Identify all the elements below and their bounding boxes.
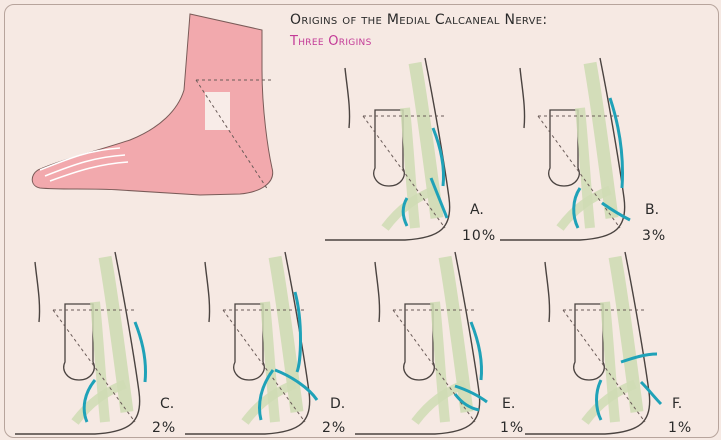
- panel-e-label: E.: [502, 396, 515, 412]
- panel-d: [185, 252, 317, 434]
- panel-e: [355, 252, 487, 434]
- panel-e-percent: 1%: [500, 420, 524, 436]
- panel-b: [500, 58, 630, 240]
- panel-c-percent: 2%: [152, 420, 176, 436]
- panel-c: [15, 252, 146, 434]
- panel-f: [525, 252, 661, 434]
- panel-a-percent: 10%: [462, 228, 496, 244]
- panel-a-label: A.: [470, 202, 484, 218]
- panel-b-label: B.: [645, 202, 659, 218]
- panel-f-label: F.: [672, 396, 682, 412]
- panel-a: [325, 58, 450, 240]
- panel-d-percent: 2%: [322, 420, 346, 436]
- panel-f-percent: 1%: [668, 420, 692, 436]
- panel-d-label: D.: [330, 396, 345, 412]
- panel-b-percent: 3%: [642, 228, 666, 244]
- panel-c-label: C.: [160, 396, 174, 412]
